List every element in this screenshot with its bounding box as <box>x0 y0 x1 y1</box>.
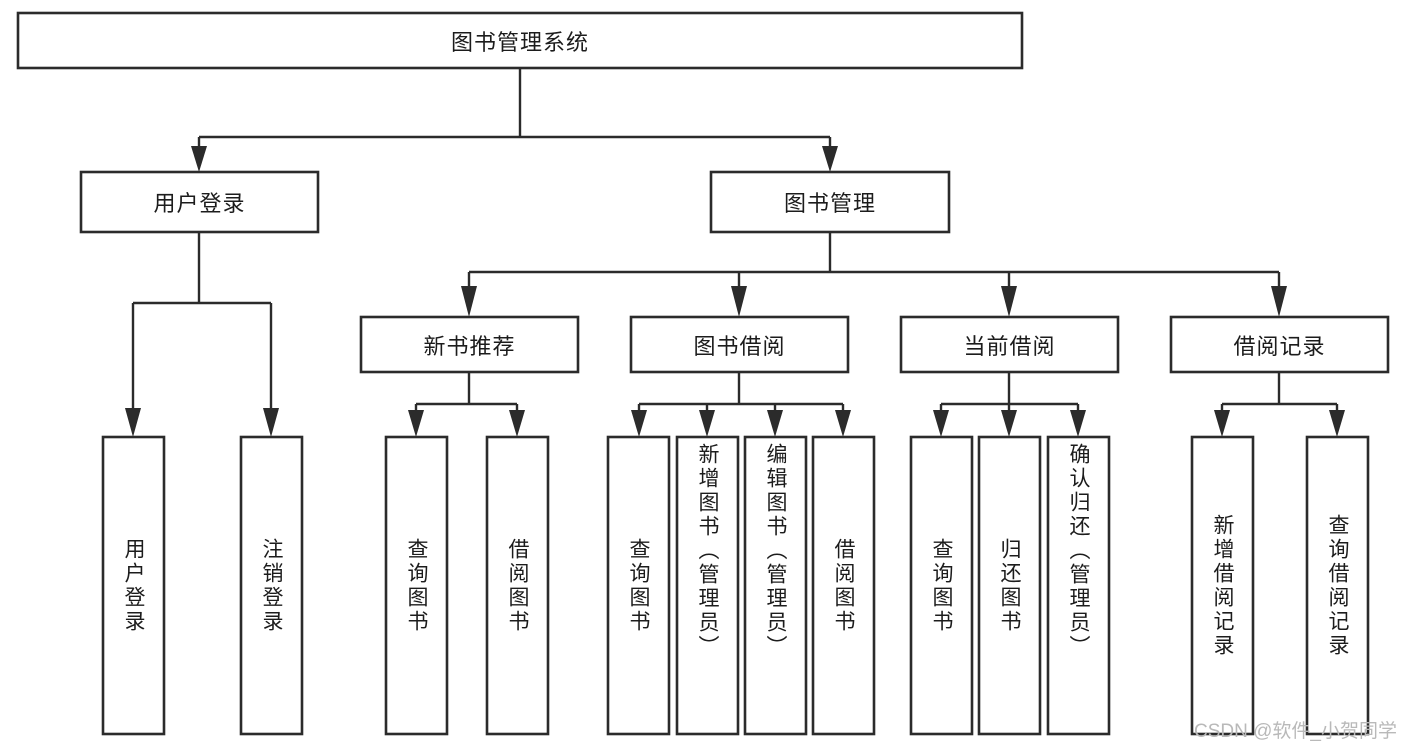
arrow-user-login-leaf-1 <box>125 408 141 437</box>
arrow-root-to-user-login <box>191 146 207 172</box>
node-user-login-box[interactable] <box>79 170 320 234</box>
node-leaf-query-book-2-box[interactable] <box>606 435 671 736</box>
arrow-cb-leaf-1 <box>933 410 949 437</box>
node-leaf-query-book-1-box[interactable] <box>384 435 449 736</box>
node-leaf-borrow-book-2-box[interactable] <box>811 435 876 736</box>
node-leaf-query-record-box[interactable] <box>1305 435 1370 736</box>
node-root-box[interactable] <box>16 11 1024 70</box>
node-leaf-query-book-3-box[interactable] <box>909 435 974 736</box>
node-leaf-logout-login-box[interactable] <box>239 435 304 736</box>
arrow-bb-leaf-1 <box>631 410 647 437</box>
arrow-br-leaf-1 <box>1214 410 1230 437</box>
node-leaf-user-login-box[interactable] <box>101 435 166 736</box>
arrow-bm-to-borrow-record <box>1271 286 1287 317</box>
arrow-br-leaf-2 <box>1329 410 1345 437</box>
arrow-nbr-leaf-1 <box>408 410 424 437</box>
arrow-bm-to-book-borrow <box>731 286 747 317</box>
node-leaf-edit-book-box[interactable] <box>743 435 808 736</box>
arrow-bm-to-current-borrow <box>1001 286 1017 317</box>
arrow-root-to-book-manage <box>822 146 838 172</box>
arrow-user-login-leaf-2 <box>263 408 279 437</box>
arrow-bb-leaf-4 <box>835 410 851 437</box>
node-new-book-recommend-box[interactable] <box>359 315 580 374</box>
node-book-borrow-box[interactable] <box>629 315 850 374</box>
arrow-bm-to-new-book <box>461 286 477 317</box>
arrow-nbr-leaf-2 <box>509 410 525 437</box>
arrow-bb-leaf-3 <box>767 410 783 437</box>
node-book-manage-box[interactable] <box>709 170 951 234</box>
arrow-bb-leaf-2 <box>699 410 715 437</box>
node-leaf-return-book-box[interactable] <box>977 435 1042 736</box>
node-leaf-confirm-return-box[interactable] <box>1046 435 1111 736</box>
node-leaf-add-book-box[interactable] <box>675 435 740 736</box>
node-current-borrow-box[interactable] <box>899 315 1120 374</box>
node-leaf-borrow-book-1-box[interactable] <box>485 435 550 736</box>
node-leaf-add-record-box[interactable] <box>1190 435 1255 736</box>
arrow-cb-leaf-2 <box>1001 410 1017 437</box>
node-borrow-record-box[interactable] <box>1169 315 1390 374</box>
arrow-cb-leaf-3 <box>1070 410 1086 437</box>
